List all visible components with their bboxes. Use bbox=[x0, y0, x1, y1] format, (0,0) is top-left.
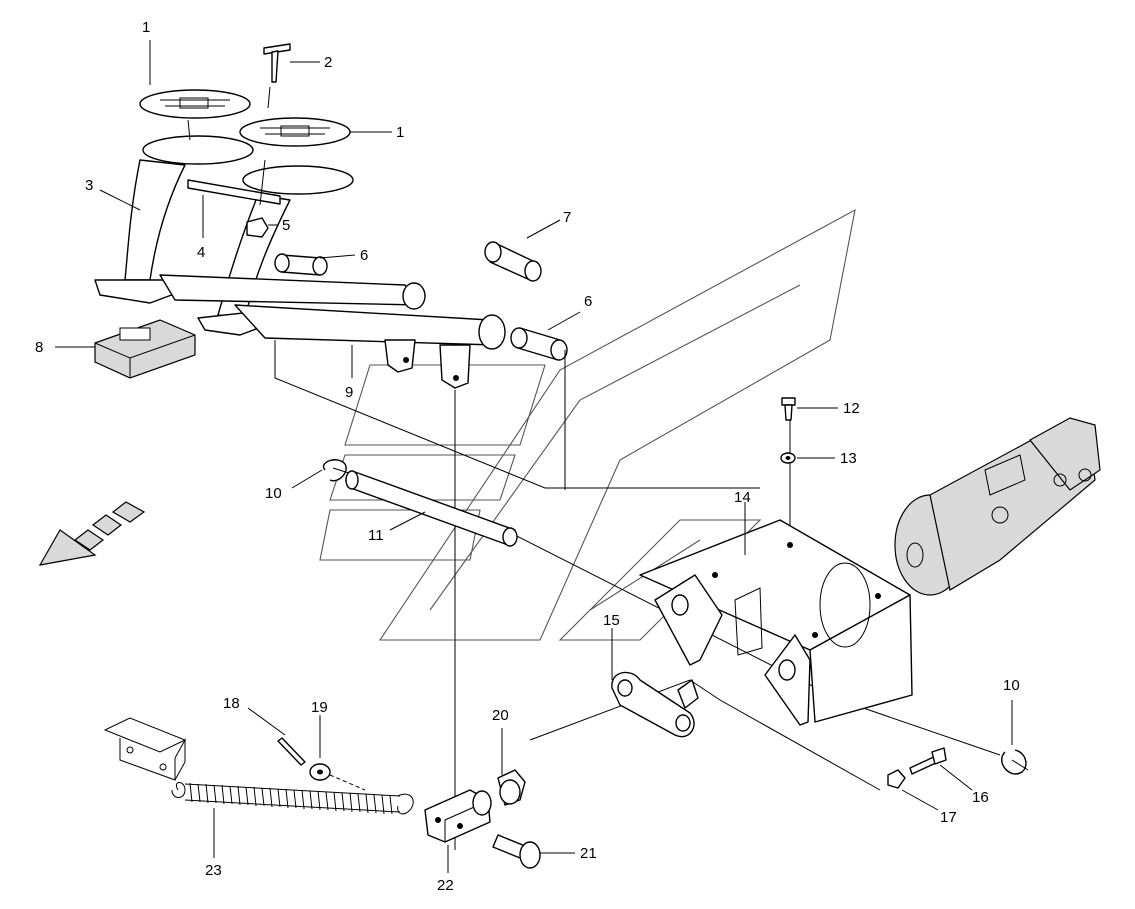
nut-small bbox=[887, 769, 906, 789]
bushing-lower bbox=[510, 327, 568, 361]
mounting-bracket bbox=[639, 519, 913, 726]
pedal-pad-right bbox=[239, 117, 354, 195]
master-cylinder bbox=[894, 417, 1101, 596]
bushing-upper bbox=[274, 253, 328, 276]
watermark-logo bbox=[319, 208, 856, 641]
retaining-clip-right bbox=[1001, 749, 1029, 775]
return-spring bbox=[171, 782, 414, 815]
bolt-small bbox=[909, 747, 947, 775]
callout-9: 9 bbox=[345, 384, 353, 401]
callout-18: 18 bbox=[223, 695, 240, 712]
bushing-center bbox=[484, 241, 542, 282]
callout-12: 12 bbox=[843, 400, 860, 417]
rubber-block bbox=[94, 319, 196, 379]
leader-lines bbox=[55, 40, 1013, 873]
pivot-pin bbox=[345, 470, 518, 547]
callout-17: 17 bbox=[940, 809, 957, 826]
clevis bbox=[424, 789, 492, 843]
callout-23: 23 bbox=[205, 862, 222, 879]
callout-19: 19 bbox=[311, 699, 328, 716]
spring-bracket bbox=[103, 717, 187, 781]
pedal-pad-left bbox=[139, 89, 254, 165]
bolt bbox=[781, 397, 796, 421]
callout-16: 16 bbox=[972, 789, 989, 806]
callout-2: 2 bbox=[324, 54, 332, 71]
callout-labels: 1 2 1 3 4 5 6 7 6 8 9 12 13 10 11 14 15 … bbox=[35, 19, 1020, 894]
retaining-clip-left bbox=[322, 459, 353, 482]
callout-8: 8 bbox=[35, 339, 43, 356]
screw bbox=[263, 43, 291, 83]
cotter-pin bbox=[277, 737, 306, 766]
callout-1-right: 1 bbox=[396, 124, 404, 141]
callout-21: 21 bbox=[580, 845, 597, 862]
callout-7: 7 bbox=[563, 209, 571, 226]
pedal-shaft bbox=[159, 274, 506, 389]
callout-5: 5 bbox=[282, 217, 290, 234]
callout-4: 4 bbox=[197, 244, 205, 261]
callout-10-right: 10 bbox=[1003, 677, 1020, 694]
callout-13: 13 bbox=[840, 450, 857, 467]
callout-1-upper: 1 bbox=[142, 19, 150, 36]
callout-10-left: 10 bbox=[265, 485, 282, 502]
callout-6-upper: 6 bbox=[360, 247, 368, 264]
callout-14: 14 bbox=[734, 489, 751, 506]
callout-15: 15 bbox=[603, 612, 620, 629]
washer bbox=[780, 452, 796, 464]
clevis-pin bbox=[492, 834, 541, 869]
washer-small bbox=[309, 763, 331, 781]
spacer-plate bbox=[187, 179, 281, 205]
callout-22: 22 bbox=[437, 877, 454, 894]
assembly-lines bbox=[187, 86, 1001, 850]
callout-20: 20 bbox=[492, 707, 509, 724]
callout-11: 11 bbox=[368, 527, 384, 544]
bushing-small bbox=[497, 769, 526, 806]
nut bbox=[246, 217, 269, 238]
direction-arrow-icon bbox=[38, 501, 146, 566]
linkage-plate bbox=[611, 671, 699, 738]
callout-6-lower: 6 bbox=[584, 293, 592, 310]
callout-3: 3 bbox=[85, 177, 93, 194]
